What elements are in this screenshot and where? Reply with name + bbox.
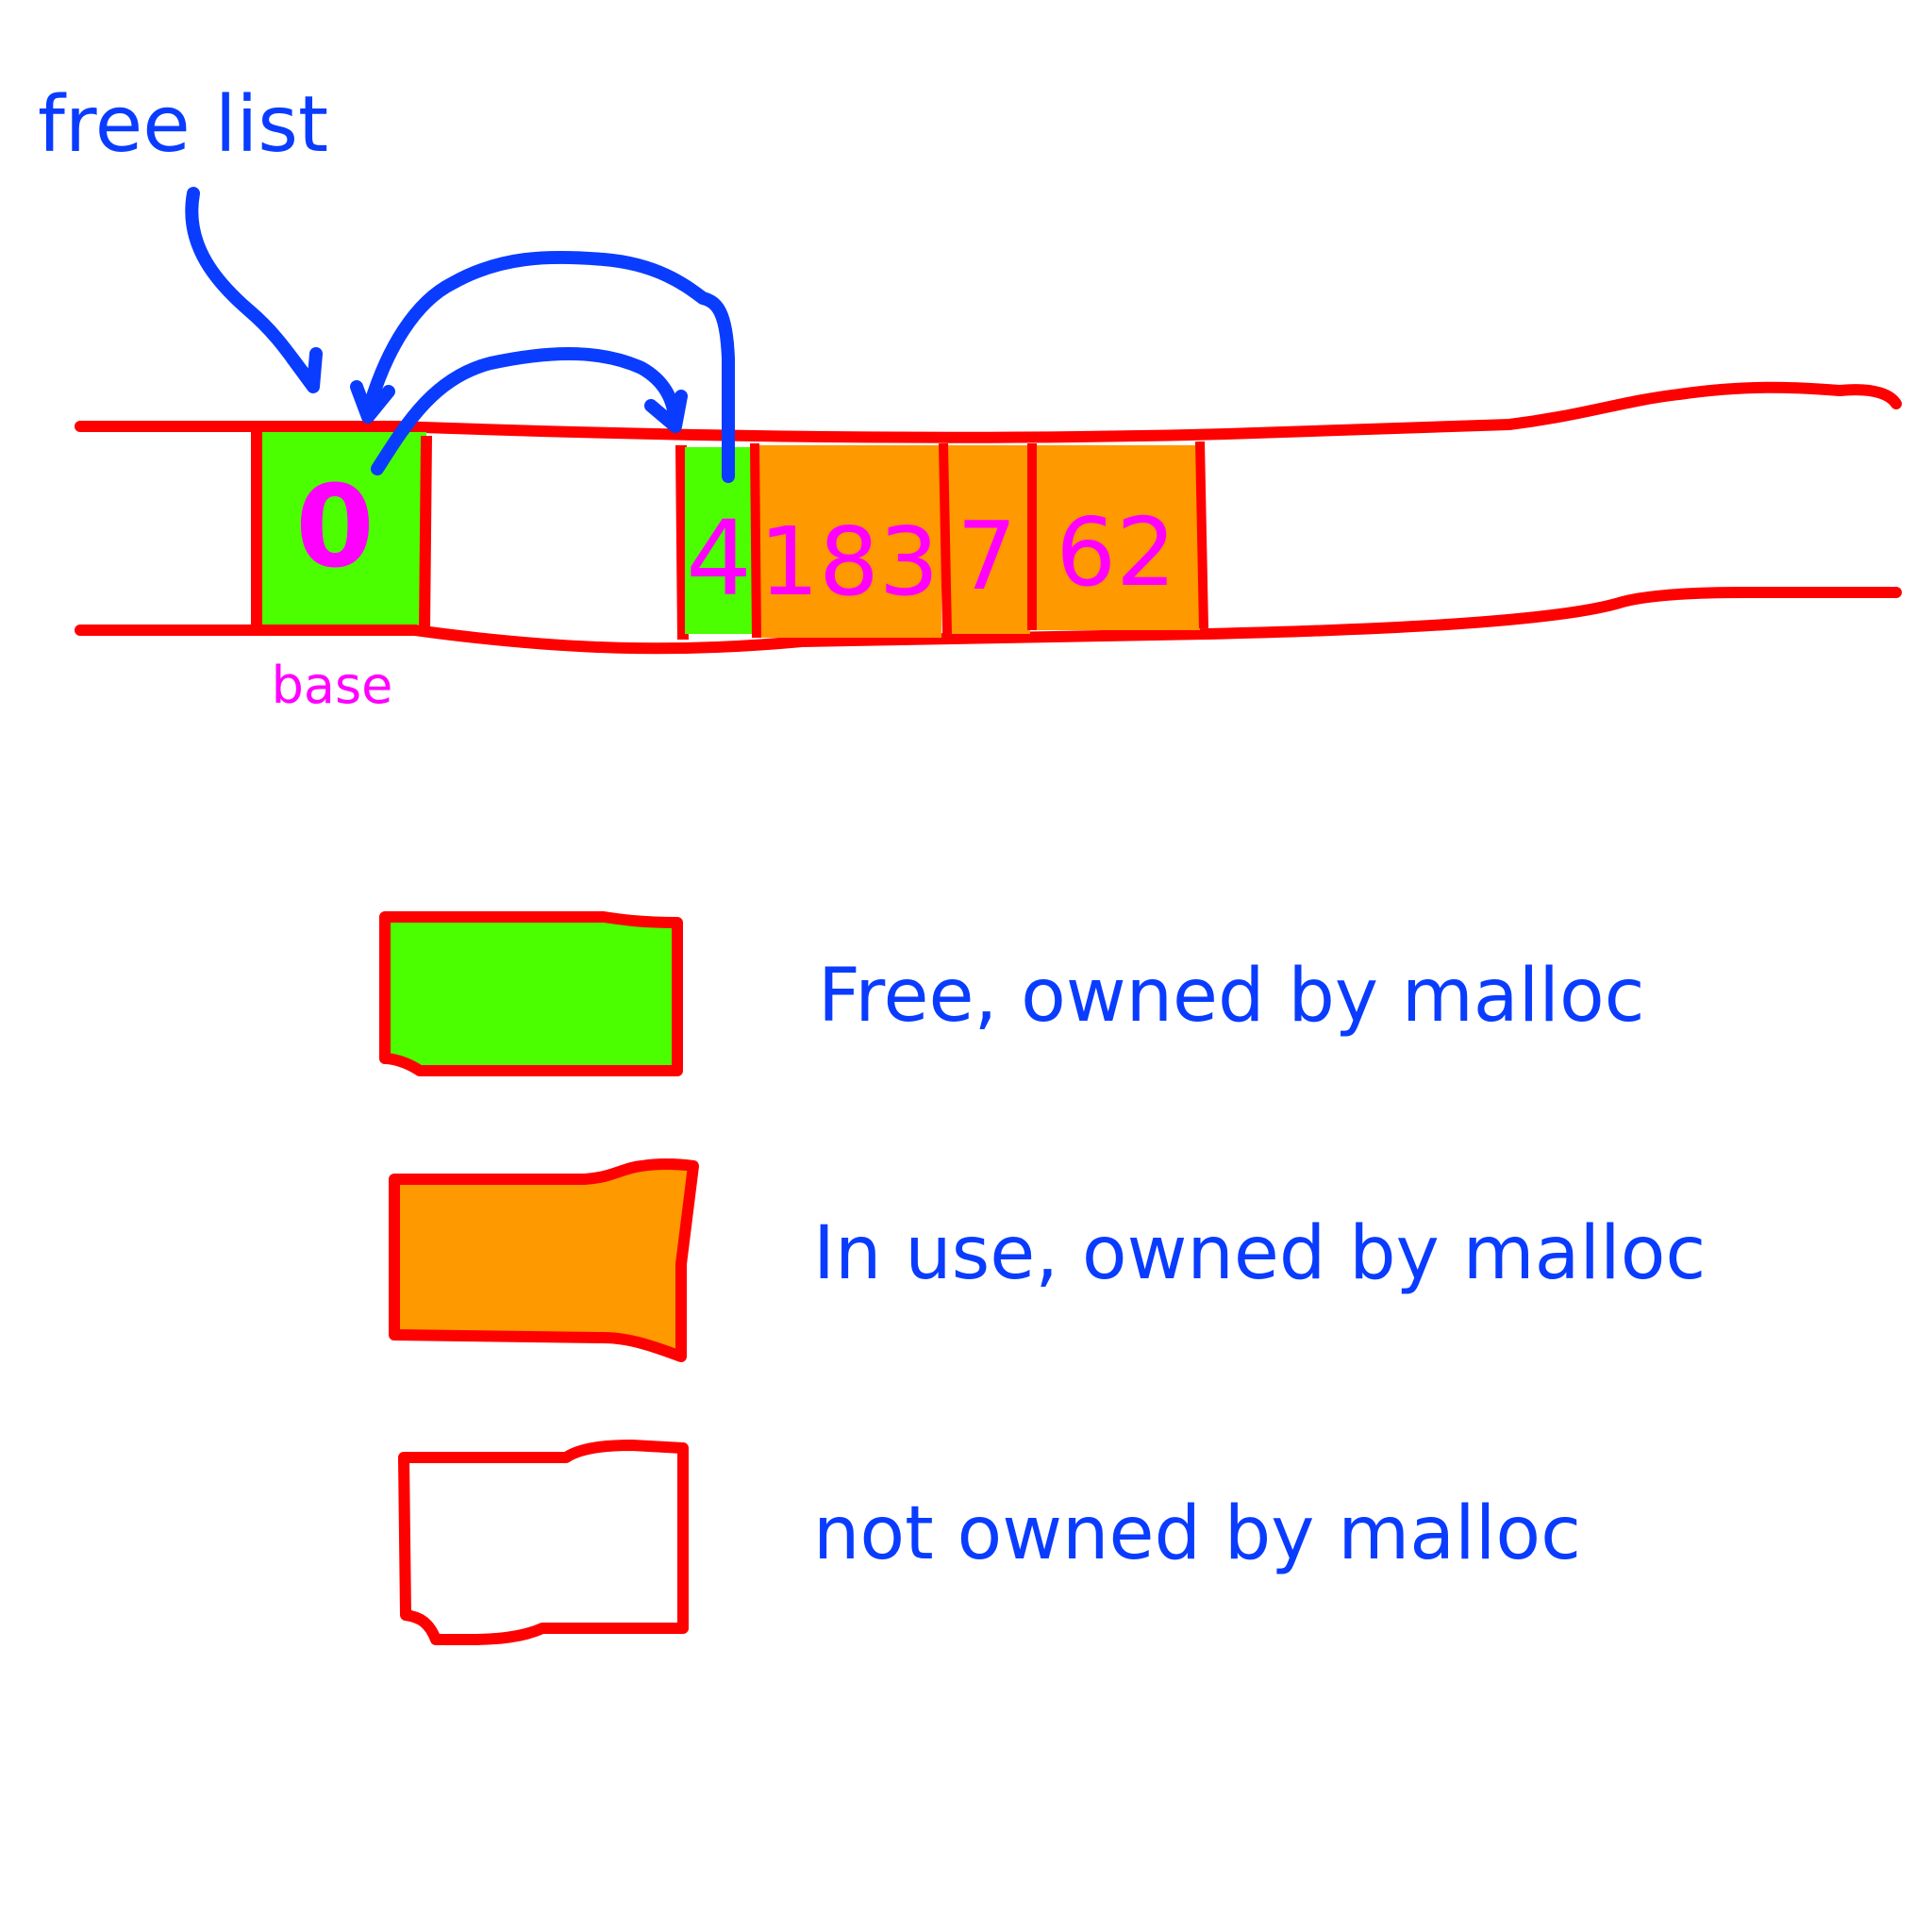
legend-label-in-use: In use, owned by malloc (813, 1211, 1706, 1296)
memory-block-not-owned-gap (675, 444, 689, 641)
legend-swatch-free (379, 911, 683, 1076)
memory-block-free-base: 0 (251, 432, 432, 631)
block-value-0: 0 (295, 462, 375, 593)
arrow-base-to-block-4-head (644, 390, 688, 433)
memory-block-in-use-62: 62 (1027, 441, 1208, 630)
memory-block-free-4: 4 (685, 447, 753, 634)
legend-swatch-in-use (389, 1158, 699, 1362)
legend: Free, owned by malloc In use, owned by m… (379, 911, 1706, 1645)
memory-block-in-use-7: 7 (939, 442, 1030, 635)
free-list-label: free list (38, 80, 328, 170)
arrow-block-4-to-base (363, 250, 735, 483)
block-value-4: 4 (686, 498, 752, 619)
arrow-base-to-block-4 (371, 346, 682, 475)
block-value-62: 62 (1056, 497, 1175, 608)
memory-top-edge (75, 381, 1902, 443)
block-value-7: 7 (957, 501, 1017, 611)
block-value-183: 183 (759, 507, 940, 617)
free-list-arrowhead (286, 347, 323, 393)
memory-block-in-use-183: 183 (750, 442, 941, 639)
legend-label-not-owned: not owned by malloc (813, 1491, 1581, 1576)
arrow-block-4-to-base-head (350, 380, 395, 424)
legend-label-free: Free, owned by malloc (818, 954, 1645, 1039)
base-label: base (272, 656, 393, 715)
legend-swatch-not-owned (398, 1440, 689, 1645)
memory-bottom-edge (75, 587, 1902, 655)
